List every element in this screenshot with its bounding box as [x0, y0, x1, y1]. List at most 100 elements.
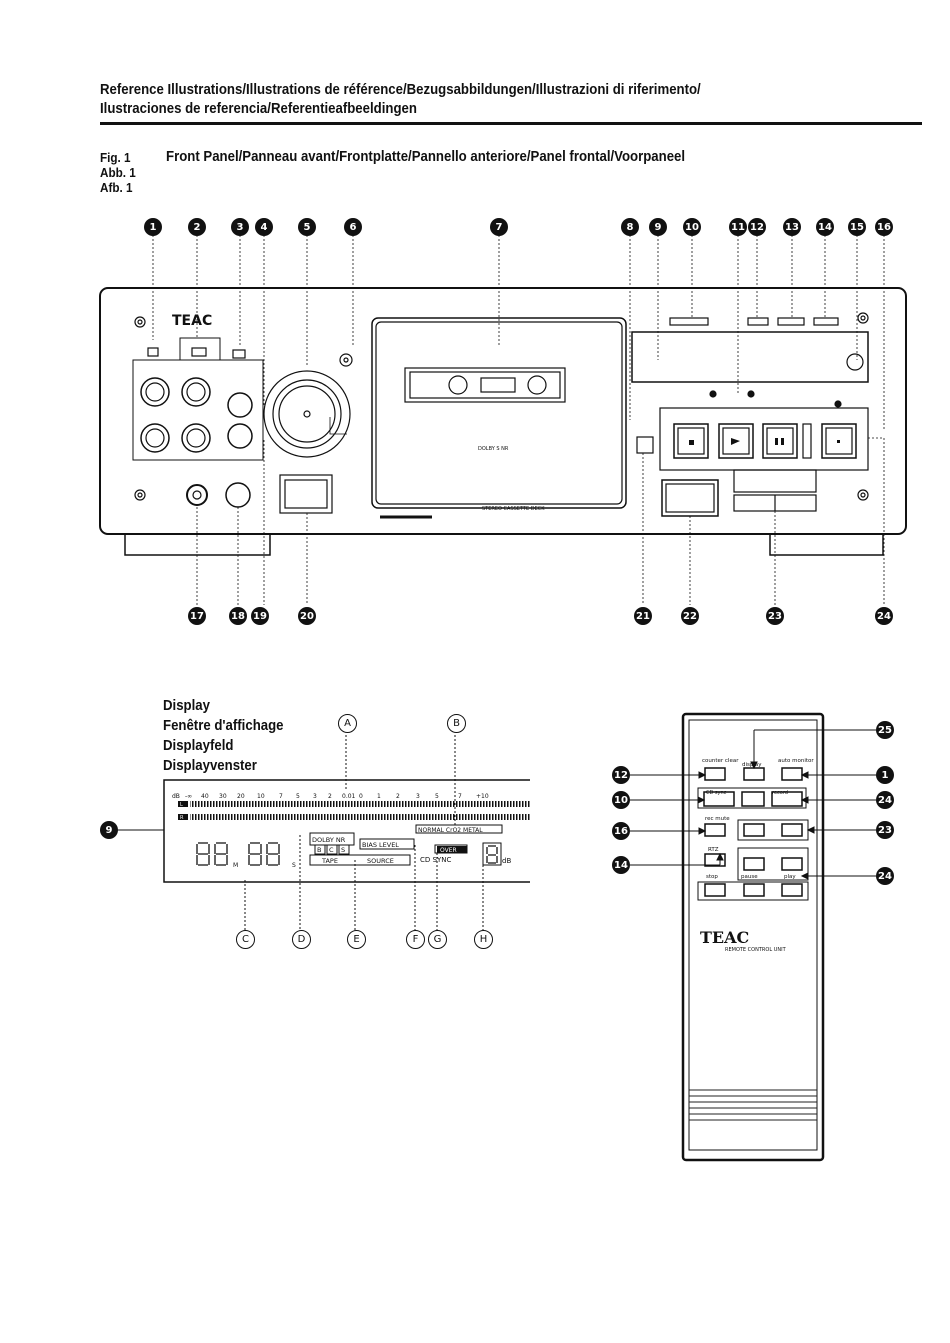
- deck-label: STEREO CASSETTE DECK: [482, 506, 545, 512]
- scale-p2: 2: [396, 793, 400, 800]
- callout-leaders-bottom: [196, 437, 885, 605]
- scale-p3: 3: [416, 793, 420, 800]
- label-c: C: [236, 930, 255, 949]
- label-a: A: [338, 714, 357, 733]
- callout-4: 4: [255, 218, 273, 236]
- btn-rec-mute-label: rec mute: [705, 816, 730, 822]
- fig-label: Fig. 1: [100, 150, 131, 165]
- btn-cd-sync-label: CD sync: [706, 790, 727, 796]
- display-diagram: dB -∞ 40 30 20 10 7 5 3 2 0.01 0 1 2 3 5…: [100, 735, 530, 930]
- nr-s: S: [341, 846, 345, 854]
- callout-15: 15: [848, 218, 866, 236]
- label-d: D: [292, 930, 311, 949]
- btn-stop-label: stop: [706, 874, 718, 880]
- btn-play-label: play: [784, 874, 796, 880]
- remote-callout-25: 25: [876, 721, 894, 739]
- label-e: E: [347, 930, 366, 949]
- scale-1: 1: [377, 793, 381, 800]
- btn-counter-clear-label: counter clear: [702, 758, 739, 764]
- btn-rtz-label: RTZ: [708, 847, 719, 853]
- remote-callout-23: 23: [876, 821, 894, 839]
- callout-18: 18: [229, 607, 247, 625]
- deck-brand: TEAC: [172, 313, 212, 329]
- scale-p7: 7: [458, 793, 462, 800]
- remote-subtitle: REMOTE CONTROL UNIT: [725, 947, 787, 953]
- tape-label: TAPE: [321, 857, 338, 865]
- afb-label: Afb. 1: [100, 180, 133, 195]
- callout-12: 12: [748, 218, 766, 236]
- callout-24: 24: [875, 607, 893, 625]
- dolby-label: DOLBY S NR: [478, 446, 509, 452]
- callout-2: 2: [188, 218, 206, 236]
- level-meter-bars: [190, 801, 530, 820]
- remote-callout-10: 10: [612, 791, 630, 809]
- tape-types: NORMAL CrO2 METAL: [418, 827, 483, 834]
- callout-1: 1: [144, 218, 162, 236]
- callout-leaders-top: [152, 235, 885, 430]
- btn-pause-label: pause: [741, 874, 758, 880]
- label-g: G: [428, 930, 447, 949]
- figure-title: Front Panel/Panneau avant/Frontplatte/Pa…: [166, 148, 686, 165]
- label-f: F: [406, 930, 425, 949]
- callout-7: 7: [490, 218, 508, 236]
- remote-callout-1: 1: [876, 766, 894, 784]
- remote-callout-16: 16: [612, 822, 630, 840]
- bias-level: BIAS LEVEL: [362, 841, 399, 849]
- scale-7: 7: [279, 793, 283, 800]
- callout-10: 10: [683, 218, 701, 236]
- s-label: S: [292, 862, 296, 869]
- remote-callout-24a: 24: [876, 791, 894, 809]
- scale-db: dB: [172, 793, 180, 800]
- scale-p10: +10: [476, 793, 489, 800]
- label-h: H: [474, 930, 493, 949]
- callout-9: 9: [649, 218, 667, 236]
- display-title-fr: Fenêtre d'affichage: [163, 717, 284, 734]
- nr-b: B: [317, 846, 321, 854]
- callout-20: 20: [298, 607, 316, 625]
- nr-c: C: [329, 846, 334, 854]
- cd-sync-label: CD SYNC: [420, 856, 451, 864]
- title-line-2: Ilustraciones de referencia/Referentieaf…: [100, 100, 417, 117]
- remote-callout-24b: 24: [876, 867, 894, 885]
- btn-record-label: record: [772, 790, 788, 796]
- display-titles: Display Fenêtre d'affichage Displayfeld …: [163, 696, 284, 776]
- display-callout-9: 9: [100, 821, 118, 839]
- scale-20: 20: [237, 793, 245, 800]
- remote-callout-12: 12: [612, 766, 630, 784]
- scale-40: 40: [201, 793, 209, 800]
- header-divider: [100, 122, 922, 125]
- display-title-de: Displayfeld: [163, 737, 234, 754]
- remote-callout-14: 14: [612, 856, 630, 874]
- source-label: SOURCE: [367, 857, 394, 865]
- scale-2: 2: [328, 793, 332, 800]
- label-b: B: [447, 714, 466, 733]
- callout-3: 3: [231, 218, 249, 236]
- callout-17: 17: [188, 607, 206, 625]
- callout-11: 11: [729, 218, 747, 236]
- scale-inf: -∞: [185, 793, 192, 800]
- scale-3: 3: [313, 793, 317, 800]
- scale-5: 5: [296, 793, 300, 800]
- btn-display-label: display: [742, 762, 762, 768]
- abb-label: Abb. 1: [100, 165, 136, 180]
- callout-14: 14: [816, 218, 834, 236]
- channel-l: L: [180, 802, 183, 808]
- front-panel-illustration: TEAC STEREO CASSETTE DECK DOLBY S NR: [99, 235, 907, 605]
- dolby-nr-label: DOLBY NR: [312, 836, 346, 844]
- remote-brand: TEAC: [700, 928, 749, 947]
- figure-labels: Fig. 1 Abb. 1 Afb. 1: [100, 150, 136, 195]
- callout-13: 13: [783, 218, 801, 236]
- remote-illustration: TEAC REMOTE CONTROL UNIT counter clear d…: [630, 712, 876, 1162]
- channel-r: R: [180, 815, 184, 821]
- scale-10: 10: [257, 793, 265, 800]
- callout-5: 5: [298, 218, 316, 236]
- callout-19: 19: [251, 607, 269, 625]
- title-line-1: Reference Illustrations/Illustrations de…: [100, 81, 701, 98]
- display-title-nl: Displayvenster: [163, 757, 257, 774]
- callout-16: 16: [875, 218, 893, 236]
- over-label: OVER: [440, 847, 457, 854]
- page-title: Reference Illustrations/Illustrations de…: [100, 80, 822, 118]
- scale-0: 0: [359, 793, 363, 800]
- callout-23: 23: [766, 607, 784, 625]
- scale-001: 0.01: [342, 793, 356, 800]
